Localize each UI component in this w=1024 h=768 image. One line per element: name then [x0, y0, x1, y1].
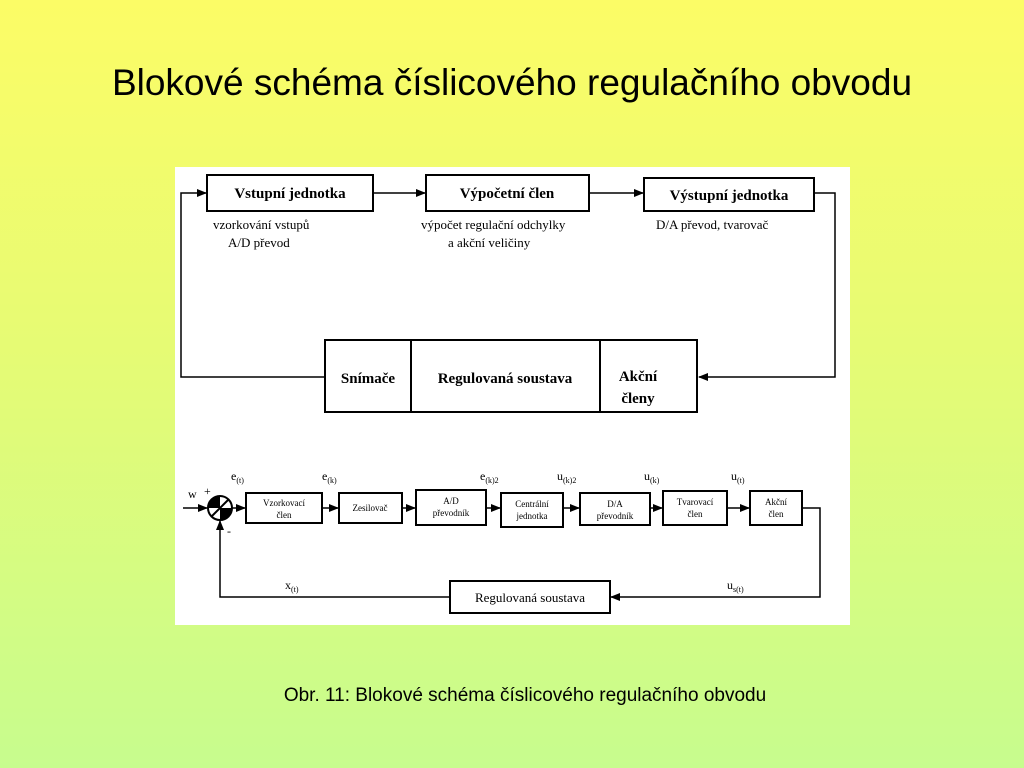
- sensors-label: Snímače: [341, 371, 396, 387]
- diagram-canvas: Vstupní jednotka vzorkování vstupů A/D p…: [180, 174, 836, 614]
- line-actuator-to-plant: [610, 507, 821, 601]
- compute-unit-note-1: výpočet regulační odchylky: [421, 217, 566, 232]
- input-unit-note-1: vzorkování vstupů: [213, 217, 310, 232]
- signal-us-t: us(t): [727, 578, 744, 594]
- da-line2: převodník: [597, 511, 634, 521]
- signal-u-k: u(k): [644, 469, 660, 485]
- actuator-block: Akční člen: [749, 490, 803, 526]
- amplifier-line1: Zesilovač: [353, 503, 388, 513]
- output-unit-block: [643, 177, 815, 212]
- slide-title: Blokové schéma číslicového regulačního o…: [111, 62, 913, 103]
- signal-u-k2: u(k)2: [557, 469, 576, 485]
- sampling-line1: Vzorkovací: [263, 498, 305, 508]
- ad-converter-block: A/D převodník: [415, 489, 487, 526]
- shaper-line2: člen: [688, 509, 703, 519]
- ad-line2: převodník: [433, 508, 470, 518]
- input-unit-block: [206, 174, 374, 212]
- cpu-line2: jednotka: [516, 511, 548, 521]
- summing-junction: [207, 495, 233, 521]
- amplifier-block: Zesilovač: [338, 492, 403, 524]
- minus-sign: -: [227, 524, 231, 538]
- plant-block: [324, 339, 698, 413]
- plus-sign: +: [204, 484, 211, 498]
- cpu-block: Centrální jednotka: [500, 492, 564, 528]
- actuators-label-2: členy: [621, 391, 655, 407]
- w-input-label: w: [188, 487, 197, 501]
- plant2-label: Regulovaná soustava: [475, 590, 585, 605]
- input-unit-note-2: A/D převod: [228, 235, 290, 250]
- da-line1: D/A: [607, 499, 623, 509]
- output-unit-label: Výstupní jednotka: [670, 188, 789, 204]
- output-unit-note-1: D/A převod, tvarovač: [656, 217, 769, 232]
- shaper-block: Tvarovací člen: [662, 490, 728, 526]
- figure-caption: Obr. 11: Blokové schéma číslicového regu…: [283, 685, 767, 706]
- line-plant-to-input: [180, 189, 325, 378]
- sampling-block: Vzorkovací člen: [245, 492, 323, 524]
- actuators-label-1: Akční: [619, 369, 658, 385]
- shaper-line1: Tvarovací: [677, 497, 714, 507]
- plant-block-2: Regulovaná soustava: [449, 580, 611, 614]
- signal-e-t: e(t): [231, 469, 244, 485]
- system-label: Regulovaná soustava: [438, 371, 573, 387]
- signal-e-k2: e(k)2: [480, 469, 499, 485]
- ad-line1: A/D: [443, 496, 459, 506]
- line-output-to-plant: [698, 192, 836, 381]
- actuator-line2: člen: [769, 509, 784, 519]
- compute-unit-label: Výpočetní člen: [460, 186, 555, 202]
- cpu-line1: Centrální: [515, 499, 549, 509]
- signal-x-t: x(t): [285, 578, 299, 594]
- signal-u-t: u(t): [731, 469, 745, 485]
- input-unit-label: Vstupní jednotka: [234, 186, 346, 202]
- compute-unit-block: [425, 174, 590, 212]
- actuator-line1: Akční: [765, 497, 787, 507]
- signal-e-k: e(k): [322, 469, 337, 485]
- sampling-line2: člen: [277, 510, 292, 520]
- block-diagram-figure: Vstupní jednotka vzorkování vstupů A/D p…: [175, 167, 850, 625]
- compute-unit-note-2: a akční veličiny: [448, 235, 531, 250]
- line-plant-to-sum: [216, 520, 450, 598]
- da-converter-block: D/A převodník: [579, 492, 651, 526]
